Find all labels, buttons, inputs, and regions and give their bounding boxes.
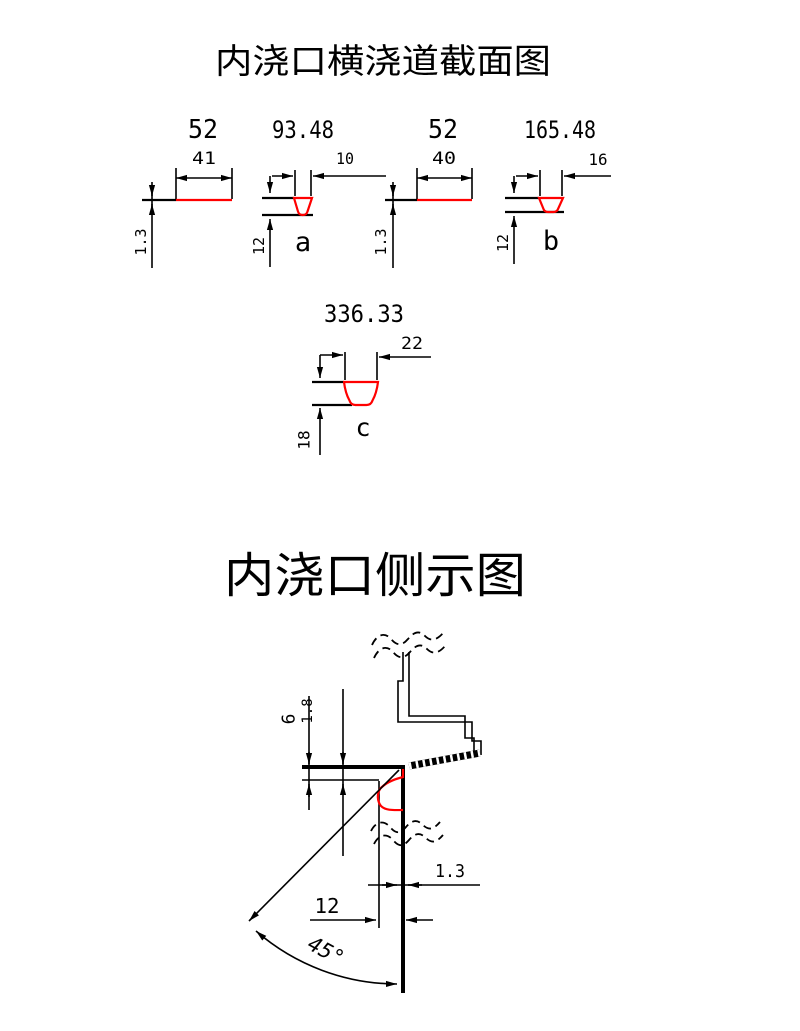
s3-extension-lines [416,168,473,199]
b-depth-dim: 12 [494,234,512,252]
break-line-mid-1 [370,820,441,834]
b-width-dim: 16 [589,150,608,169]
title-cross-section: 内浇口横浇道截面图 [215,42,551,82]
c-width-dim: 22 [401,334,423,354]
a-runner-dim: 93.48 [272,116,334,144]
break-line-top-1 [371,631,444,646]
a-depth-dim: 12 [250,237,268,255]
c-depth-dim: 18 [295,430,314,449]
section-b: 165.48 16 12 b [494,116,611,264]
casting-profile-inner [408,652,475,753]
c-extension-lines [344,352,378,380]
gate-highlight-profile [376,769,405,812]
s1-width-dim: 41 [192,149,216,169]
s1-extension-lines [175,168,233,199]
b-label: b [543,226,559,257]
section-s1: 52 41 1.3 [132,115,233,268]
a-extension-lines [294,170,312,196]
a-gate-profile [292,196,314,217]
hatched-band-stripes [408,749,481,770]
c-runner-dim: 336.33 [324,300,404,328]
s1-runner-dim: 52 [188,115,218,145]
a-width-dim: 10 [336,149,354,168]
side-view-diagram: 45° 6 1.8 1.3 12 [248,631,482,993]
draft-line-45 [248,769,400,922]
gate-depth-dim: 12 [315,894,340,918]
b-extension-lines [539,170,563,196]
s3-width-dim: 40 [432,149,456,169]
b-runner-dim: 165.48 [524,116,596,144]
overhang-dim: 6 [279,714,300,725]
s3-runner-dim: 52 [428,115,458,145]
casting-profile-outer [397,652,482,755]
angle-dim: 45° [304,931,349,970]
a-label: a [295,227,311,258]
c-label: c [355,413,370,442]
section-a: 93.48 10 12 a [250,116,386,267]
c-gate-profile [342,380,380,407]
land-dim: 1.8 [300,698,316,723]
break-line-top-2 [373,644,446,659]
b-gate-profile [537,196,565,214]
s3-thickness-dim: 1.3 [372,228,390,255]
gate-thickness-dim: 1.3 [435,861,465,882]
title-side-view: 内浇口侧示图 [224,548,526,604]
break-line-mid-2 [373,833,444,847]
s1-thickness-dim: 1.3 [132,228,150,255]
section-s3: 52 40 1.3 [372,115,473,268]
angle-arc [255,930,398,988]
section-c: 336.33 22 18 c [295,300,431,455]
